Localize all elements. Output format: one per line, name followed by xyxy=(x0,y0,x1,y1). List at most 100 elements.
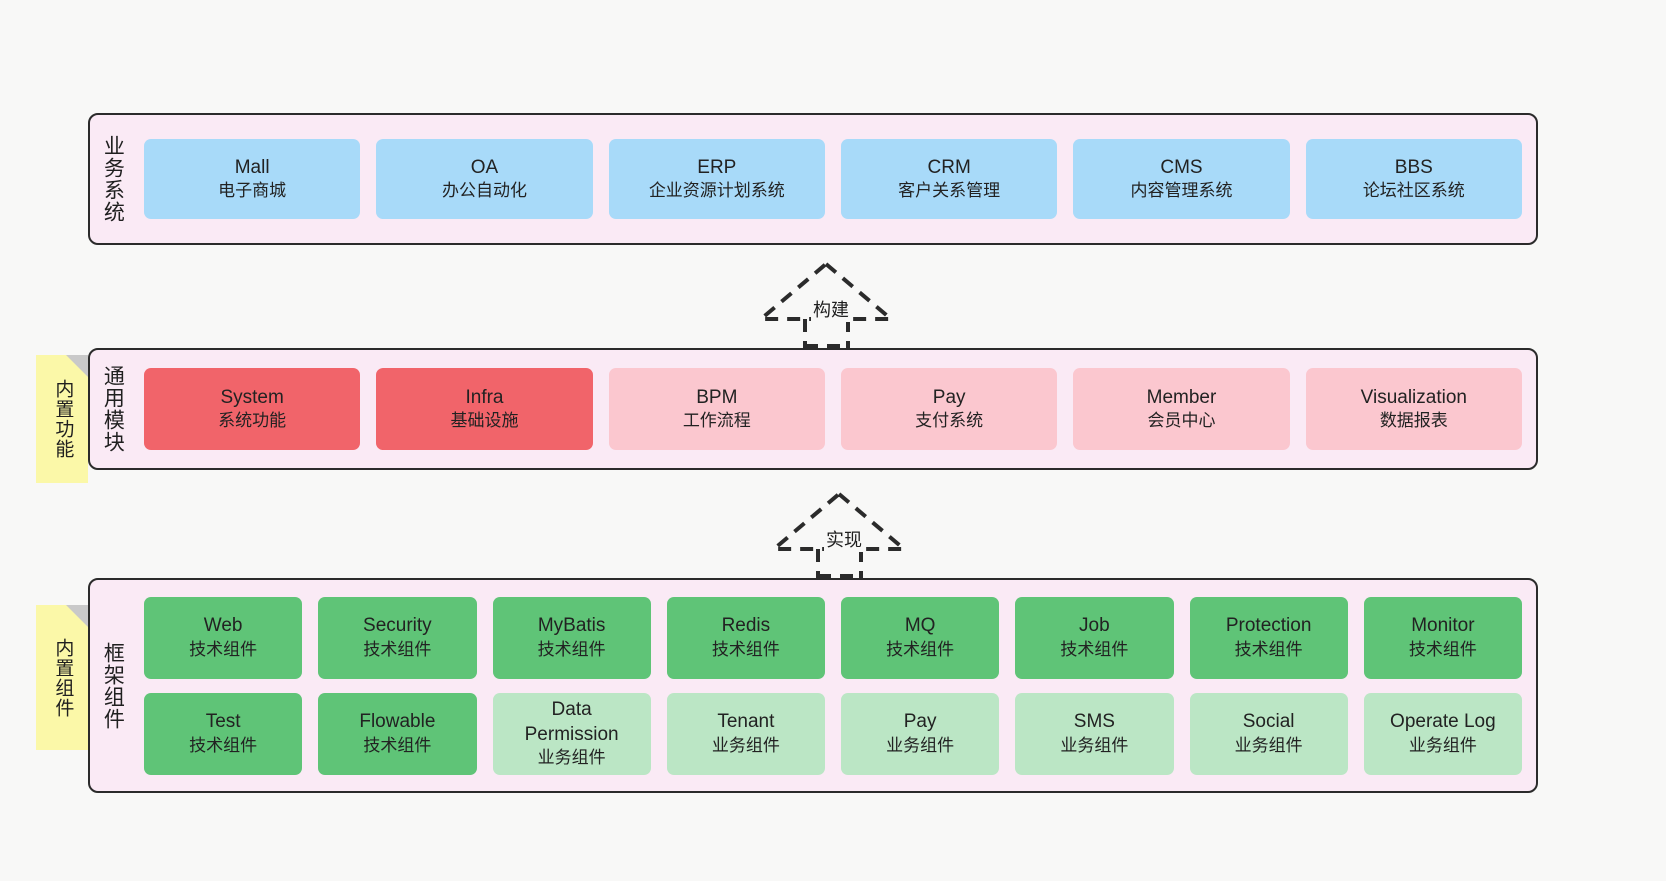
node-system[interactable]: System 系统功能 xyxy=(144,368,361,450)
node-name: Job xyxy=(1079,615,1110,637)
node-subtitle: 技术组件 xyxy=(537,639,606,659)
node-name: Pay xyxy=(903,711,937,733)
node-name: CRM xyxy=(927,156,971,178)
node-erp[interactable]: ERP 企业资源计划系统 xyxy=(608,139,825,219)
node-subtitle: 技术组件 xyxy=(1234,639,1303,659)
node-protection[interactable]: Protection 技术组件 xyxy=(1189,596,1348,679)
node-name: OA xyxy=(470,156,499,178)
node-mall[interactable]: Mall 电子商城 xyxy=(144,139,361,219)
node-subtitle: 业务组件 xyxy=(711,735,780,755)
node-name: Protection xyxy=(1225,615,1312,637)
node-subtitle: 会员中心 xyxy=(1147,411,1216,431)
node-subtitle: 技术组件 xyxy=(189,639,258,659)
node-name: MQ xyxy=(904,615,936,637)
node-web[interactable]: Web 技术组件 xyxy=(144,596,303,679)
node-visualization[interactable]: Visualization 数据报表 xyxy=(1305,368,1522,450)
node-pay-component[interactable]: Pay 业务组件 xyxy=(841,692,1000,775)
node-crm[interactable]: CRM 客户关系管理 xyxy=(840,139,1058,219)
node-subtitle: 技术组件 xyxy=(363,735,432,755)
node-name: MyBatis xyxy=(537,615,606,637)
node-name: ERP xyxy=(697,156,737,178)
layer-common-module: 通用模块 System 系统功能 Infra 基础设施 BPM 工作流程 Pay… xyxy=(88,348,1538,470)
sticky-note-label: 内置功能 xyxy=(52,379,74,459)
node-subtitle: 内容管理系统 xyxy=(1130,181,1233,201)
node-member[interactable]: Member 会员中心 xyxy=(1073,368,1290,450)
node-name: Infra xyxy=(465,386,504,408)
node-name: Flowable xyxy=(359,711,436,733)
connector-build-shape xyxy=(755,261,897,348)
business-system-node-grid: Mall 电子商城 OA 办公自动化 ERP 企业资源计划系统 CRM 客户关系… xyxy=(134,139,1536,219)
node-subtitle: 业务组件 xyxy=(1060,735,1129,755)
node-subtitle: 论坛社区系统 xyxy=(1362,181,1465,201)
node-data-permission[interactable]: Data Permission 业务组件 xyxy=(492,692,651,775)
node-security[interactable]: Security 技术组件 xyxy=(318,596,477,679)
folded-corner-icon xyxy=(66,605,88,627)
node-subtitle: 电子商城 xyxy=(218,181,287,201)
node-operate-log[interactable]: Operate Log 业务组件 xyxy=(1363,692,1522,775)
node-subtitle: 业务组件 xyxy=(1234,735,1303,755)
folded-corner-icon xyxy=(66,355,88,377)
node-mq[interactable]: MQ 技术组件 xyxy=(841,596,1000,679)
node-test[interactable]: Test 技术组件 xyxy=(144,692,303,775)
node-subtitle: 业务组件 xyxy=(1408,735,1477,755)
node-subtitle: 企业资源计划系统 xyxy=(648,181,785,201)
node-name: System xyxy=(220,386,284,408)
node-subtitle: 技术组件 xyxy=(1060,639,1129,659)
node-name: Redis xyxy=(721,615,771,637)
node-subtitle: 基础设施 xyxy=(450,411,519,431)
node-name: Security xyxy=(363,615,432,637)
node-name: Mall xyxy=(234,156,270,178)
node-bbs[interactable]: BBS 论坛社区系统 xyxy=(1305,139,1522,219)
node-mybatis[interactable]: MyBatis 技术组件 xyxy=(492,596,651,679)
node-social[interactable]: Social 业务组件 xyxy=(1189,692,1348,775)
connector-build-label: 构建 xyxy=(811,296,851,322)
node-flowable[interactable]: Flowable 技术组件 xyxy=(318,692,477,775)
sticky-note-builtin-features: 内置功能 xyxy=(36,355,88,483)
layer-title-business-system: 业务系统 xyxy=(101,135,125,223)
node-subtitle: 办公自动化 xyxy=(441,181,527,201)
node-job[interactable]: Job 技术组件 xyxy=(1015,596,1174,679)
common-module-node-grid: System 系统功能 Infra 基础设施 BPM 工作流程 Pay 支付系统… xyxy=(134,368,1536,450)
node-name: BPM xyxy=(696,386,738,408)
node-subtitle: 支付系统 xyxy=(915,411,984,431)
node-subtitle: 技术组件 xyxy=(363,639,432,659)
node-name: BBS xyxy=(1394,156,1433,178)
node-name: Web xyxy=(203,615,243,637)
node-sms[interactable]: SMS 业务组件 xyxy=(1015,692,1174,775)
node-bpm[interactable]: BPM 工作流程 xyxy=(608,368,825,450)
node-name: Member xyxy=(1146,386,1217,408)
node-subtitle: 系统功能 xyxy=(218,411,287,431)
node-subtitle: 工作流程 xyxy=(682,411,751,431)
node-name: Visualization xyxy=(1360,386,1467,408)
node-subtitle: 技术组件 xyxy=(886,639,955,659)
node-subtitle: 业务组件 xyxy=(537,747,606,767)
sticky-note-builtin-components: 内置组件 xyxy=(36,605,88,750)
sticky-note-label: 内置组件 xyxy=(52,637,74,718)
node-subtitle: 技术组件 xyxy=(189,735,258,755)
layer-business-system: 业务系统 Mall 电子商城 OA 办公自动化 ERP 企业资源计划系统 CRM… xyxy=(88,113,1538,245)
node-infra[interactable]: Infra 基础设施 xyxy=(376,368,593,450)
layer-title-common-module: 通用模块 xyxy=(101,365,125,453)
node-name: Data Permission xyxy=(524,699,619,745)
node-name: Monitor xyxy=(1411,615,1475,637)
node-tenant[interactable]: Tenant 业务组件 xyxy=(666,692,825,775)
node-cms[interactable]: CMS 内容管理系统 xyxy=(1073,139,1290,219)
node-subtitle: 业务组件 xyxy=(886,735,955,755)
connector-implement-label: 实现 xyxy=(824,526,864,552)
node-name: Test xyxy=(205,711,241,733)
node-subtitle: 数据报表 xyxy=(1379,411,1448,431)
node-pay-module[interactable]: Pay 支付系统 xyxy=(840,368,1058,450)
node-monitor[interactable]: Monitor 技术组件 xyxy=(1363,596,1522,679)
layer-framework-component: 框架组件 Web 技术组件 Security 技术组件 MyBatis 技术组件… xyxy=(88,578,1538,793)
node-oa[interactable]: OA 办公自动化 xyxy=(376,139,593,219)
node-name: Pay xyxy=(932,386,966,408)
node-subtitle: 客户关系管理 xyxy=(898,181,1001,201)
framework-component-node-grid: Web 技术组件 Security 技术组件 MyBatis 技术组件 Redi… xyxy=(134,596,1536,775)
connector-implement-shape xyxy=(768,491,910,578)
node-name: Social xyxy=(1242,711,1295,733)
node-subtitle: 技术组件 xyxy=(711,639,780,659)
layer-title-framework-component: 框架组件 xyxy=(101,641,125,730)
node-redis[interactable]: Redis 技术组件 xyxy=(666,596,825,679)
connector-build: 构建 xyxy=(755,261,899,348)
